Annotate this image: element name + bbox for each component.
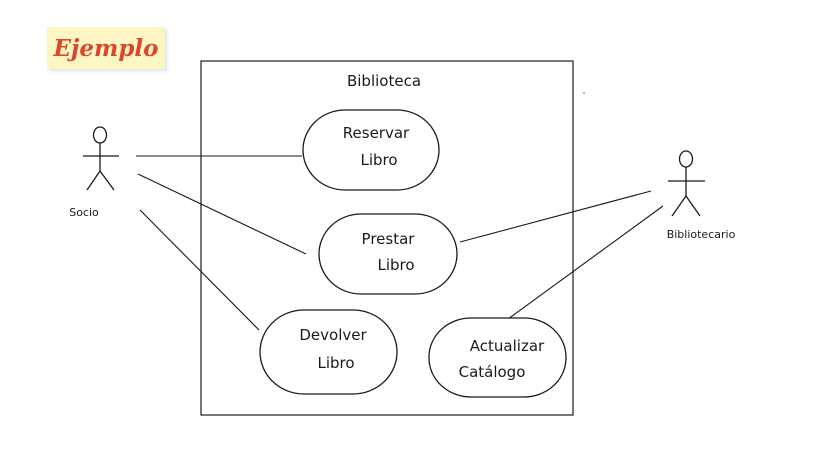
use-case-reservar-line2: Libro bbox=[360, 151, 397, 169]
use-case-devolver-libro: Devolver Libro bbox=[259, 309, 398, 395]
use-case-prestar-line2: Libro bbox=[377, 256, 414, 274]
use-case-actualizar-line1: Actualizar bbox=[470, 337, 545, 355]
use-case-actualizar-line2: Catálogo bbox=[459, 363, 526, 381]
use-case-prestar-libro: Prestar Libro bbox=[318, 213, 458, 295]
association-socio-devolver bbox=[139, 209, 260, 331]
title-badge: Ejemplo bbox=[47, 27, 165, 69]
use-case-reservar-line1: Reservar bbox=[343, 124, 410, 142]
system-boundary bbox=[200, 60, 574, 416]
stray-dot bbox=[583, 92, 585, 94]
use-case-devolver-line1: Devolver bbox=[299, 326, 367, 344]
association-socio-prestar bbox=[137, 173, 307, 255]
use-case-reservar-libro: Reservar Libro bbox=[302, 109, 440, 191]
use-case-actualizar-catalogo: Actualizar Catálogo bbox=[428, 317, 567, 398]
association-bibliotecario-actualizar bbox=[507, 205, 664, 320]
diagram-title: Ejemplo bbox=[53, 34, 159, 62]
actor-socio-label: Socio bbox=[69, 206, 99, 219]
use-case-prestar-line1: Prestar bbox=[362, 230, 416, 248]
actor-bibliotecario-label: Bibliotecario bbox=[667, 228, 736, 241]
association-bibliotecario-prestar bbox=[459, 190, 652, 243]
use-case-devolver-line2: Libro bbox=[317, 354, 354, 372]
actor-bibliotecario bbox=[668, 150, 705, 217]
actor-socio bbox=[83, 126, 119, 191]
system-name: Biblioteca bbox=[347, 72, 421, 90]
